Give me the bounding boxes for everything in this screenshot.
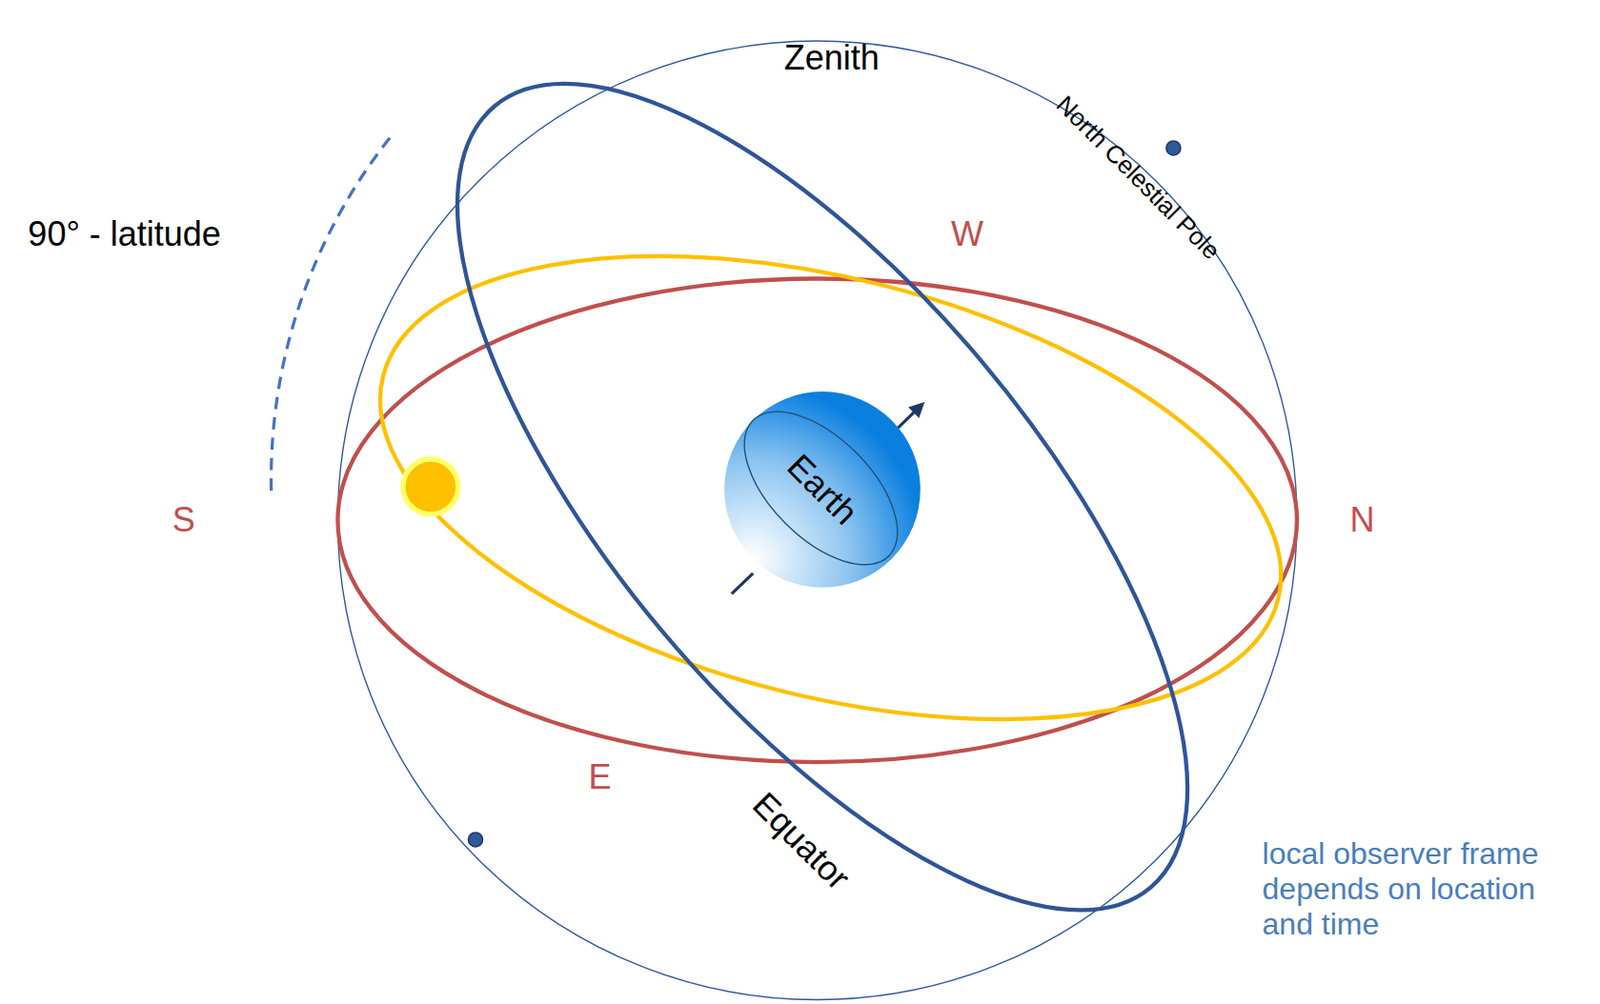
note-text: local observer frame depends on location… (1262, 836, 1549, 942)
pole-dot (1166, 141, 1181, 156)
diagram-label: N (1350, 500, 1376, 540)
diagram-label: W (951, 215, 984, 255)
equator-ellipse (334, 0, 1312, 1004)
latitude-arc (271, 138, 391, 498)
diagram-label: S (172, 500, 196, 540)
diagram-label: North Celestial Pole (1050, 91, 1226, 267)
celestial-sphere (337, 40, 1297, 1001)
diagram-label: Zenith (784, 38, 880, 78)
earth-globe: Earth (722, 389, 923, 590)
sun (403, 459, 459, 515)
pole-dot (467, 832, 483, 848)
earth-equator-line (722, 389, 923, 590)
horizon-ellipse (337, 278, 1297, 763)
diagram-label: E (588, 757, 612, 797)
diagram-label: 90° - latitude (27, 215, 222, 255)
ecliptic-ellipse (332, 173, 1329, 803)
earth-axis (731, 573, 753, 594)
earth-disc (724, 391, 921, 588)
